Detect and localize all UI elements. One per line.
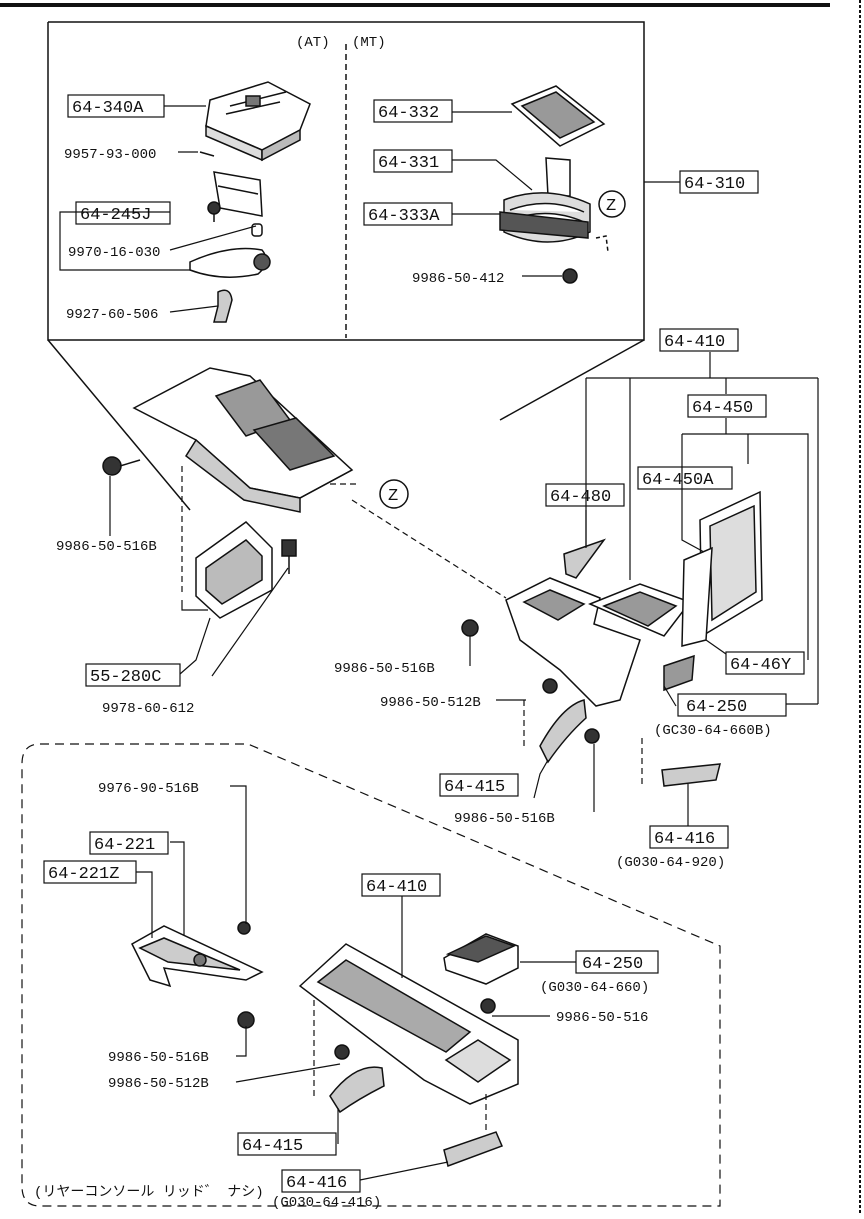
part-9927-60-506: 9927-60-506	[66, 307, 158, 323]
part-64-340A: 64-340A	[72, 99, 144, 118]
part-9986-50-516B-front: 9986-50-516B	[56, 539, 157, 555]
part-64-416-top: 64-416	[654, 830, 715, 849]
mt-label: (MT)	[352, 35, 386, 51]
part-9976-90-516B: 9976-90-516B	[98, 781, 199, 797]
part-64-46Y: 64-46Y	[730, 656, 791, 675]
part-64-410-top: 64-410	[664, 333, 725, 352]
z-marker-2: Z	[388, 487, 398, 506]
part-64-480: 64-480	[550, 488, 611, 507]
part-64-245J: 64-245J	[80, 206, 151, 225]
part-9978-60-612: 9978-60-612	[102, 701, 194, 717]
at-shift-panel-drawing	[199, 81, 311, 162]
part-64-450A: 64-450A	[642, 471, 714, 490]
part-64-333A: 64-333A	[368, 207, 440, 226]
z-marker-circle-1	[598, 190, 626, 218]
part-9986-50-516B-lower: 9986-50-516B	[454, 811, 555, 827]
part-9986-50-516: 9986-50-516	[556, 1010, 648, 1026]
part-9970-16-030: 9970-16-030	[68, 245, 160, 261]
at-label: (AT)	[296, 35, 330, 51]
lidless-group-outline	[21, 743, 721, 1207]
part-64-221Z: 64-221Z	[48, 865, 119, 884]
mt-boot-drawing	[499, 85, 609, 284]
part-64-410-bottom: 64-410	[366, 878, 427, 897]
rear-console-drawing	[461, 490, 763, 787]
part-9986-50-412: 9986-50-412	[412, 271, 504, 287]
code-gc30-64-660b: (GC30-64-660B)	[654, 723, 772, 739]
part-9986-50-516B-bottom: 9986-50-516B	[108, 1050, 209, 1066]
part-64-332: 64-332	[378, 104, 439, 123]
part-9986-50-512B-rear: 9986-50-512B	[380, 695, 481, 711]
code-g030-64-660: (G030-64-660)	[540, 980, 649, 996]
code-g030-64-920: (G030-64-920)	[616, 855, 725, 871]
code-g030-64-416: (G030-64-416)	[272, 1195, 381, 1211]
part-64-415-top: 64-415	[444, 778, 505, 797]
part-64-310: 64-310	[684, 175, 745, 194]
part-64-250-bottom: 64-250	[582, 955, 643, 974]
front-console-drawing	[102, 367, 354, 513]
part-64-450: 64-450	[692, 399, 753, 418]
inset-box	[47, 21, 645, 511]
boxed-labels	[43, 94, 805, 1193]
part-64-221: 64-221	[94, 836, 155, 855]
rear-console-bottom-drawing	[131, 921, 519, 1167]
part-64-250-top: 64-250	[686, 698, 747, 717]
part-9986-50-512B-bottom: 9986-50-512B	[108, 1076, 209, 1092]
part-55-280C: 55-280C	[90, 668, 161, 687]
part-9986-50-516B-rear: 9986-50-516B	[334, 661, 435, 677]
part-64-415-bottom: 64-415	[242, 1137, 303, 1156]
leader-lines	[59, 105, 819, 1181]
z-marker-1: Z	[606, 197, 616, 216]
at-bracket-drawing	[189, 171, 271, 323]
z-marker-circle-2	[379, 479, 409, 509]
part-64-416-bottom: 64-416	[286, 1174, 347, 1193]
bracket-55-280C-drawing	[195, 521, 297, 619]
part-9957-93-000: 9957-93-000	[64, 147, 156, 163]
part-64-331: 64-331	[378, 154, 439, 173]
lidless-note: (リヤーコンソール リッド゛ ナシ)	[34, 1184, 264, 1201]
